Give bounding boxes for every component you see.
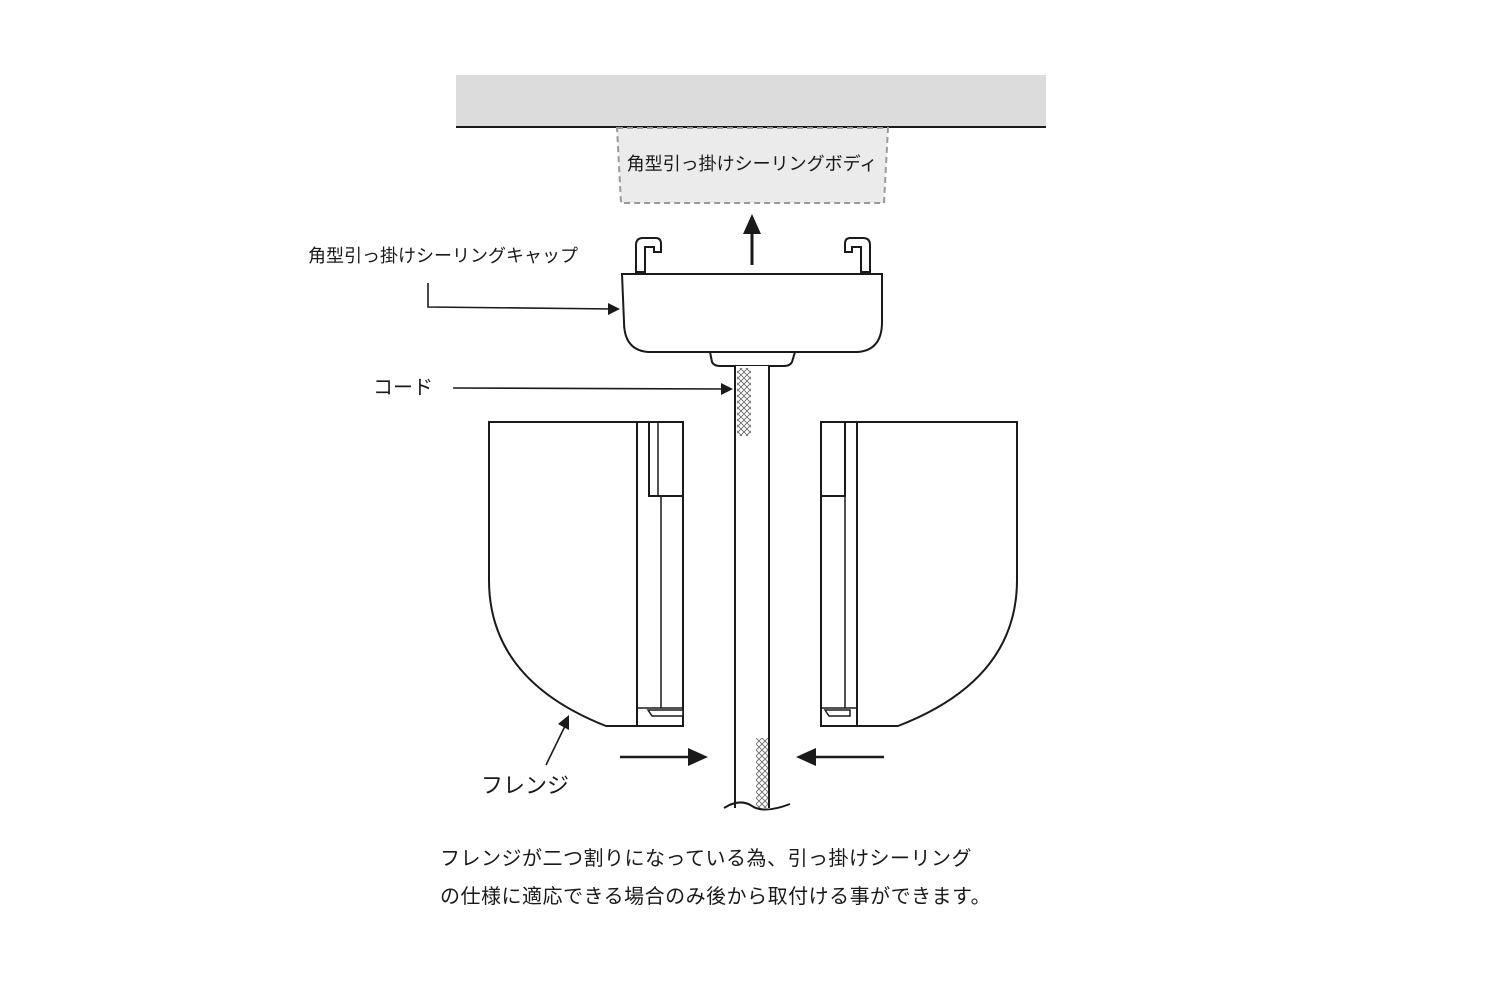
ceiling-body-outline	[615, 127, 890, 204]
ceiling-slab	[456, 75, 1046, 127]
ceiling-body: 角型引っ掛けシーリングボディ	[615, 127, 890, 204]
ceiling-cap-label: 角型引っ掛けシーリングキャップ	[308, 246, 578, 267]
flange-leader-arrowhead	[558, 715, 569, 730]
arrow-left-icon	[796, 748, 816, 766]
flange-right-latch	[823, 709, 851, 717]
ceiling-cap: 角型引っ掛けシーリングキャップ	[308, 237, 883, 367]
closing-arrows	[620, 748, 884, 766]
cap-leader-arrowhead	[608, 303, 620, 315]
ceiling	[456, 75, 1046, 128]
arrow-right-icon	[688, 748, 708, 766]
ceiling-body-label: 角型引っ掛けシーリングボディ	[627, 154, 878, 175]
flange-right-slot	[820, 421, 846, 497]
flange-left-half	[488, 421, 684, 727]
flange-right-half	[820, 421, 1018, 727]
caption-line-1: フレンジが二つ割りになっている為、引っ掛けシーリング	[440, 846, 972, 870]
caption-line-2: の仕様に適応できる場合のみ後から取付ける事ができます。	[440, 884, 992, 908]
up-arrow	[743, 214, 761, 265]
flange-label: フレンジ	[481, 774, 569, 799]
cord-cut-end	[723, 801, 791, 811]
cord-label: コード	[373, 375, 433, 399]
cord: コード	[373, 366, 791, 812]
cord-leader-arrowhead	[721, 383, 733, 395]
cap-boss	[708, 351, 797, 367]
cord-hatch-top	[737, 368, 751, 436]
cap-hook-left	[635, 237, 662, 273]
cap-hook-right	[844, 237, 871, 273]
flange-left-slot	[648, 421, 684, 497]
flange-label-group: フレンジ	[481, 715, 569, 799]
flange-left-latch	[646, 709, 684, 717]
cap-body	[620, 273, 883, 353]
cord-hatch-bottom	[756, 738, 768, 808]
